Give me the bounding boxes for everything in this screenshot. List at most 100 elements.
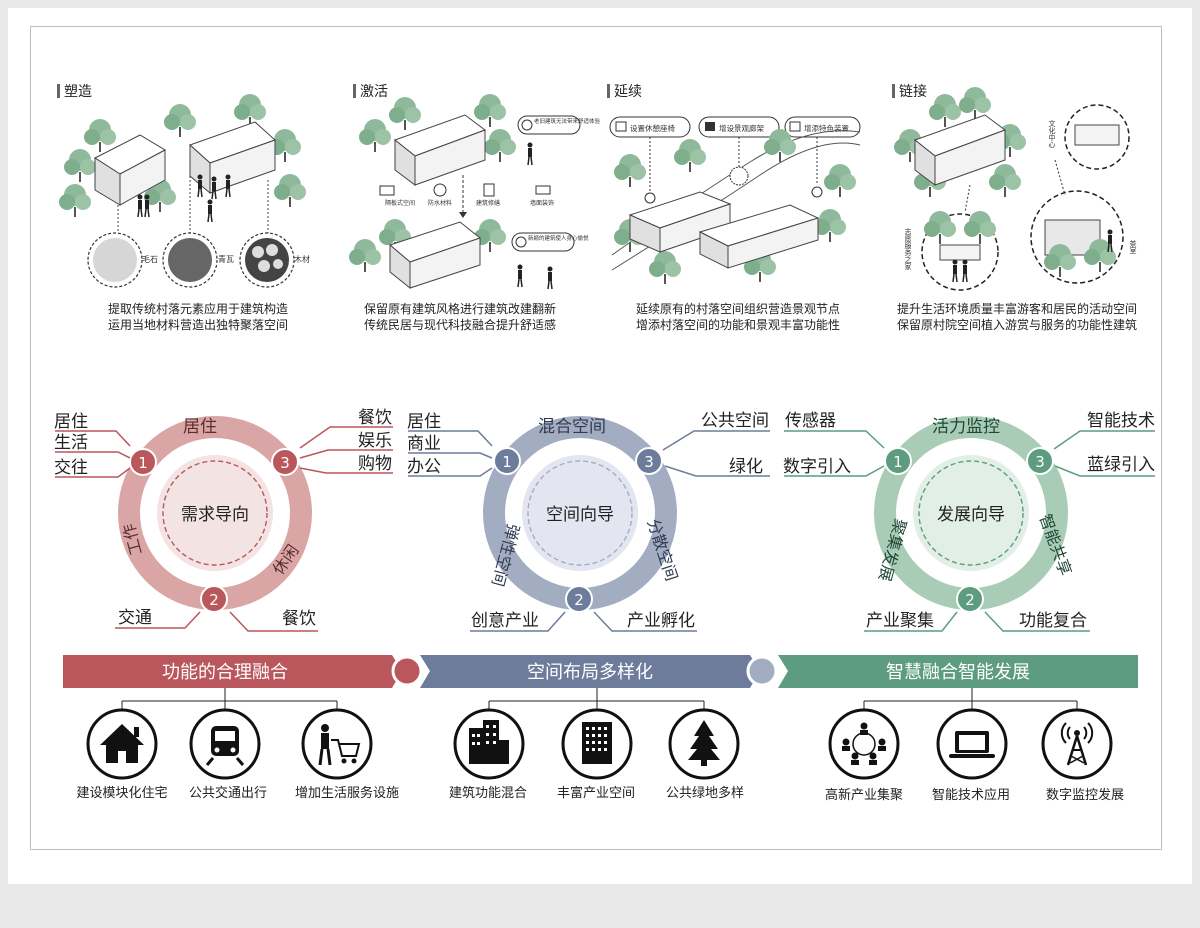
house-icon [86, 708, 158, 780]
ring-2-center-label: 空间向导 [546, 505, 614, 525]
panel-2-caption-line-2: 传统民居与现代科技融合提升舒适感 [364, 317, 556, 332]
ring-2-bottom-right-label: 产业孵化 [627, 611, 695, 631]
ring-2-bottom-left-label: 创意产业 [471, 611, 539, 631]
ring-2-num-1: 1 [502, 453, 512, 471]
icon-label-smart-tech: 智能技术应用 [932, 787, 1010, 803]
material-label-1: 毛石 [142, 254, 158, 264]
ring-3-arc-label-top: 活力监控 [932, 417, 1000, 437]
tag-pergola: 增设景观廊架 [719, 123, 764, 133]
office-tower-icon [561, 708, 633, 780]
ring-1-right-label-1: 餐饮 [358, 408, 392, 428]
bubble-top-text: 老旧建筑无法带来舒适体验 [534, 117, 601, 125]
label-waterproof: 防水材料 [428, 199, 452, 207]
board-frame [30, 26, 1162, 850]
buildings-icon [453, 708, 525, 780]
ring-3-bottom-left-label: 产业聚集 [866, 611, 934, 631]
icon-label-digital-monitor: 数字监控发展 [1046, 787, 1124, 803]
svg-text:老旧建筑无法带来舒适体验: 老旧建筑无法带来舒适体验 [534, 117, 601, 125]
banner-3-label: 智慧融合智能发展 [886, 662, 1030, 683]
panel-title-2: 激活 [353, 83, 388, 100]
ring-1-right-label-2: 娱乐 [358, 431, 392, 451]
panel-2-illustration: 老旧建筑无法带来舒适体验 隔板式空间 防水材料 建筑修缮 墙面装饰 新颖的建筑使… [349, 94, 601, 290]
ring-3-left-label-2: 数字引入 [783, 457, 851, 477]
banner-2-label: 空间布局多样化 [527, 662, 653, 683]
tree-icon [668, 708, 740, 780]
svg-text:激活: 激活 [360, 83, 388, 100]
icon-label-service-facilities: 增加生活服务设施 [295, 785, 399, 801]
ring-diagram-development: 发展向导 活力监控 聚集发展 智能共享 1 2 3 传感器 数字引入 智能技术 … [783, 411, 1155, 632]
panel-title-3: 延续 [607, 83, 642, 100]
icon-label-industry-space: 丰富产业空间 [557, 785, 635, 801]
panel-3-caption-line-1: 延续原有的村落空间组织营造景观节点 [636, 301, 840, 316]
label-wall-deco: 墙面装饰 [530, 199, 554, 207]
ring-1-bottom-right-label: 餐饮 [282, 609, 316, 629]
place-volunteer-home: 志愿服务之家 [904, 227, 912, 270]
place-culture-center: 文化中心 [1048, 119, 1056, 148]
ring-1-left-label-1: 居住 [54, 412, 88, 432]
svg-text:延续: 延续 [614, 83, 642, 100]
ring-1-arc-label-left: 工作 [119, 521, 146, 557]
label-partition: 隔板式空间 [385, 199, 415, 207]
ring-2-right-label-2: 绿化 [729, 457, 763, 477]
icon-label-green-space: 公共绿地多样 [666, 785, 744, 801]
ring-3-center-label: 发展向导 [937, 505, 1005, 525]
ring-2-left-label-1: 居住 [407, 412, 441, 432]
network-people-icon [828, 708, 900, 780]
material-label-3: 木材 [294, 254, 310, 264]
icon-label-hightech-cluster: 高新产业集聚 [825, 787, 903, 803]
ring-1-arc-label-top: 居住 [183, 417, 217, 437]
icon-label-public-transit: 公共交通出行 [189, 785, 267, 801]
svg-text:新颖的建筑使人身心愉悦: 新颖的建筑使人身心愉悦 [528, 234, 589, 242]
tag-installation: 增添特色装置 [804, 123, 849, 133]
ring-3-num-2: 2 [965, 591, 975, 609]
icon-label-mixed-function: 建筑功能混合 [449, 785, 527, 801]
banner-row: 功能的合理融合 空间布局多样化 智慧融合智能发展 [63, 655, 1138, 688]
panel-2-caption-line-1: 保留原有建筑风格进行建筑改建翻新 [364, 301, 556, 316]
ring-3-num-3: 3 [1035, 453, 1045, 471]
panel-4-caption-line-2: 保留原村院空间植入游赏与服务的功能性建筑 [897, 317, 1137, 332]
ring-1-num-2: 2 [209, 591, 219, 609]
tag-bench: 设置休憩座椅 [630, 123, 675, 133]
banner-1-label: 功能的合理融合 [162, 662, 288, 683]
panel-3-illustration: 设置休憩座椅 增设景观廊架 增添特色装置 [609, 116, 861, 284]
ring-2-num-3: 3 [644, 453, 654, 471]
panel-title-4: 链接 [892, 83, 927, 100]
icon-connectors [121, 688, 1078, 711]
panel-4-illustration: 文化中心 志愿服务之家 茶室 [894, 87, 1137, 291]
ring-1-num-1: 1 [138, 454, 148, 472]
icon-label-modular-housing: 建设模块化住宅 [76, 786, 167, 801]
svg-text:塑造: 塑造 [64, 84, 92, 100]
ring-3-left-label-1: 传感器 [785, 411, 836, 431]
panel-1-illustration: 毛石 青瓦 木材 [59, 94, 310, 288]
place-teahouse: 茶室 [1129, 239, 1137, 254]
ring-3-num-1: 1 [893, 453, 903, 471]
svg-text:链接: 链接 [899, 83, 927, 100]
laptop-icon [936, 708, 1008, 780]
panel-1-caption-line-2: 运用当地材料营造出独特聚落空间 [108, 317, 288, 332]
ring-diagram-space: 空间向导 混合空间 弹性空间 分散空间 1 2 3 居住 商业 办公 公共空间 … [407, 411, 770, 632]
ring-2-left-label-3: 办公 [407, 457, 441, 477]
ring-1-bottom-left-label: 交通 [118, 608, 152, 628]
ring-2-num-2: 2 [574, 591, 584, 609]
ring-diagram-demand: 需求导向 居住 工作 休闲 1 2 3 居住 生活 交往 餐饮 娱乐 购物 交通… [54, 408, 393, 632]
ring-1-left-label-3: 交往 [54, 458, 88, 478]
panel-4-caption-line-1: 提升生活环境质量丰富游客和居民的活动空间 [897, 301, 1137, 316]
signal-tower-icon [1041, 708, 1113, 780]
ring-1-left-label-2: 生活 [54, 433, 88, 453]
ring-3-right-label-2: 蓝绿引入 [1087, 455, 1155, 475]
train-icon [189, 708, 261, 780]
ring-2-arc-label-top: 混合空间 [538, 417, 606, 437]
ring-1-num-3: 3 [280, 454, 290, 472]
panel-1-caption-line-1: 提取传统村落元素应用于建筑构造 [108, 301, 288, 316]
material-label-2: 青瓦 [218, 254, 234, 264]
shopping-cart-icon [301, 708, 373, 780]
ring-1-center-label: 需求导向 [181, 505, 249, 525]
label-repair: 建筑修缮 [476, 199, 500, 207]
bubble-bottom-text: 新颖的建筑使人身心愉悦 [528, 234, 589, 242]
ring-1-right-label-3: 购物 [358, 454, 392, 474]
panel-title-1: 塑造 [57, 84, 92, 100]
panel-3-caption-line-2: 增添村落空间的功能和景观丰富功能性 [636, 317, 840, 332]
ring-2-right-label-1: 公共空间 [701, 411, 769, 431]
bottom-gray-band [0, 884, 1200, 928]
